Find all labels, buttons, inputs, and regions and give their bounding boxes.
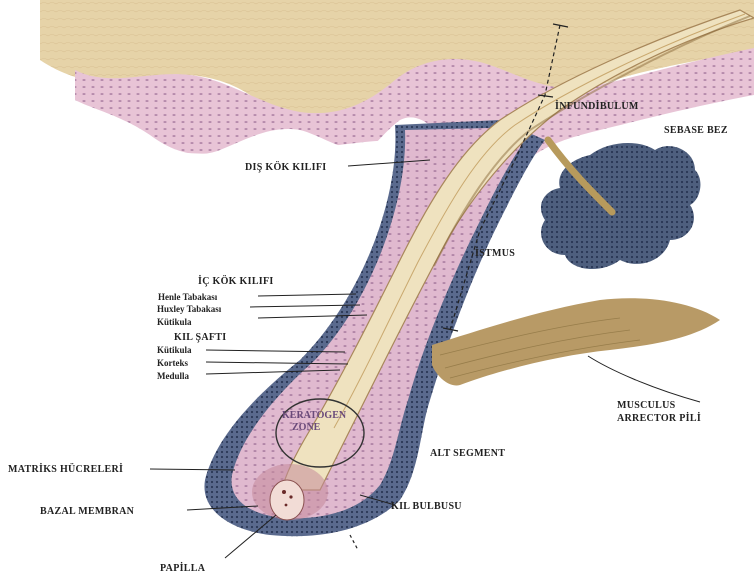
label-musculus-2: ARRECTOR PİLİ	[617, 412, 701, 424]
dermal-papilla	[270, 480, 304, 520]
label-sebase-bez: SEBASE BEZ	[664, 125, 728, 136]
label-keratogen-2: ZONE	[292, 422, 321, 433]
label-istmus: İSTMUS	[475, 247, 515, 259]
label-kil-bulbusu: KIL BULBUSU	[391, 501, 462, 512]
label-kil-safti: KIL ŞAFTI	[174, 332, 226, 343]
label-kutikula-2: Kütikula	[157, 345, 192, 355]
label-matriks: MATRİKS HÜCRELERİ	[8, 462, 123, 475]
label-keratogen-1: KERATOGEN	[282, 410, 347, 421]
label-kutikula-1: Kütikula	[157, 317, 192, 327]
label-korteks: Korteks	[157, 358, 188, 368]
label-huxley: Huxley Tabakası	[157, 304, 222, 314]
label-musculus-1: MUSCULUS	[617, 400, 676, 411]
label-alt-segment: ALT SEGMENT	[430, 448, 505, 459]
label-ic-kok-kilifi: İÇ KÖK KILIFI	[198, 274, 274, 287]
label-dis-kok-kilifi: DIŞ KÖK KILIFI	[245, 160, 326, 173]
label-medulla: Medulla	[157, 371, 190, 381]
label-bazal-membran: BAZAL MEMBRAN	[40, 506, 135, 517]
label-infundibulum: İNFUNDİBULUM	[555, 100, 639, 112]
label-henle: Henle Tabakası	[158, 292, 218, 302]
label-papilla: PAPİLLA	[160, 562, 206, 574]
